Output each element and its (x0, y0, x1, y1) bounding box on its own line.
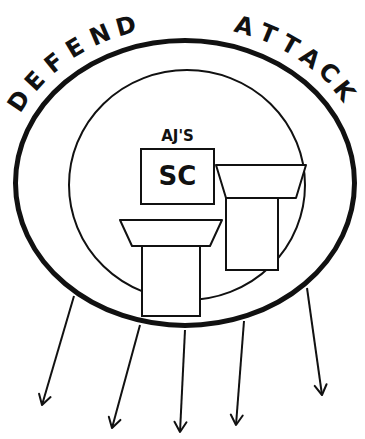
stand-trapezoid (120, 220, 222, 246)
ring-border (16, 41, 355, 326)
screen-box: AJ'SSC (140, 148, 215, 205)
ring-letter: D (3, 86, 34, 116)
outflow-arrow (236, 321, 244, 425)
outflow-arrow (42, 296, 74, 405)
outflow-arrow (112, 325, 140, 428)
outer-ring: DEFENDATTACKAJ'SSC (13, 38, 357, 328)
outflow-arrow (180, 330, 185, 432)
ring-letter: A (232, 12, 256, 40)
screen-label: SC (159, 162, 197, 191)
screen-heading: AJ'S (142, 129, 213, 144)
ring-letter: D (113, 12, 139, 40)
side-block (226, 198, 278, 270)
ring-letter: E (20, 66, 49, 94)
ring-letter: E (62, 33, 88, 62)
ring-letter: F (40, 48, 68, 77)
outflow-arrow (307, 288, 322, 395)
ring-letter: T (256, 20, 280, 48)
stand-block (142, 246, 200, 316)
side-trapezoid (216, 165, 306, 198)
ring-letter: N (86, 20, 114, 50)
